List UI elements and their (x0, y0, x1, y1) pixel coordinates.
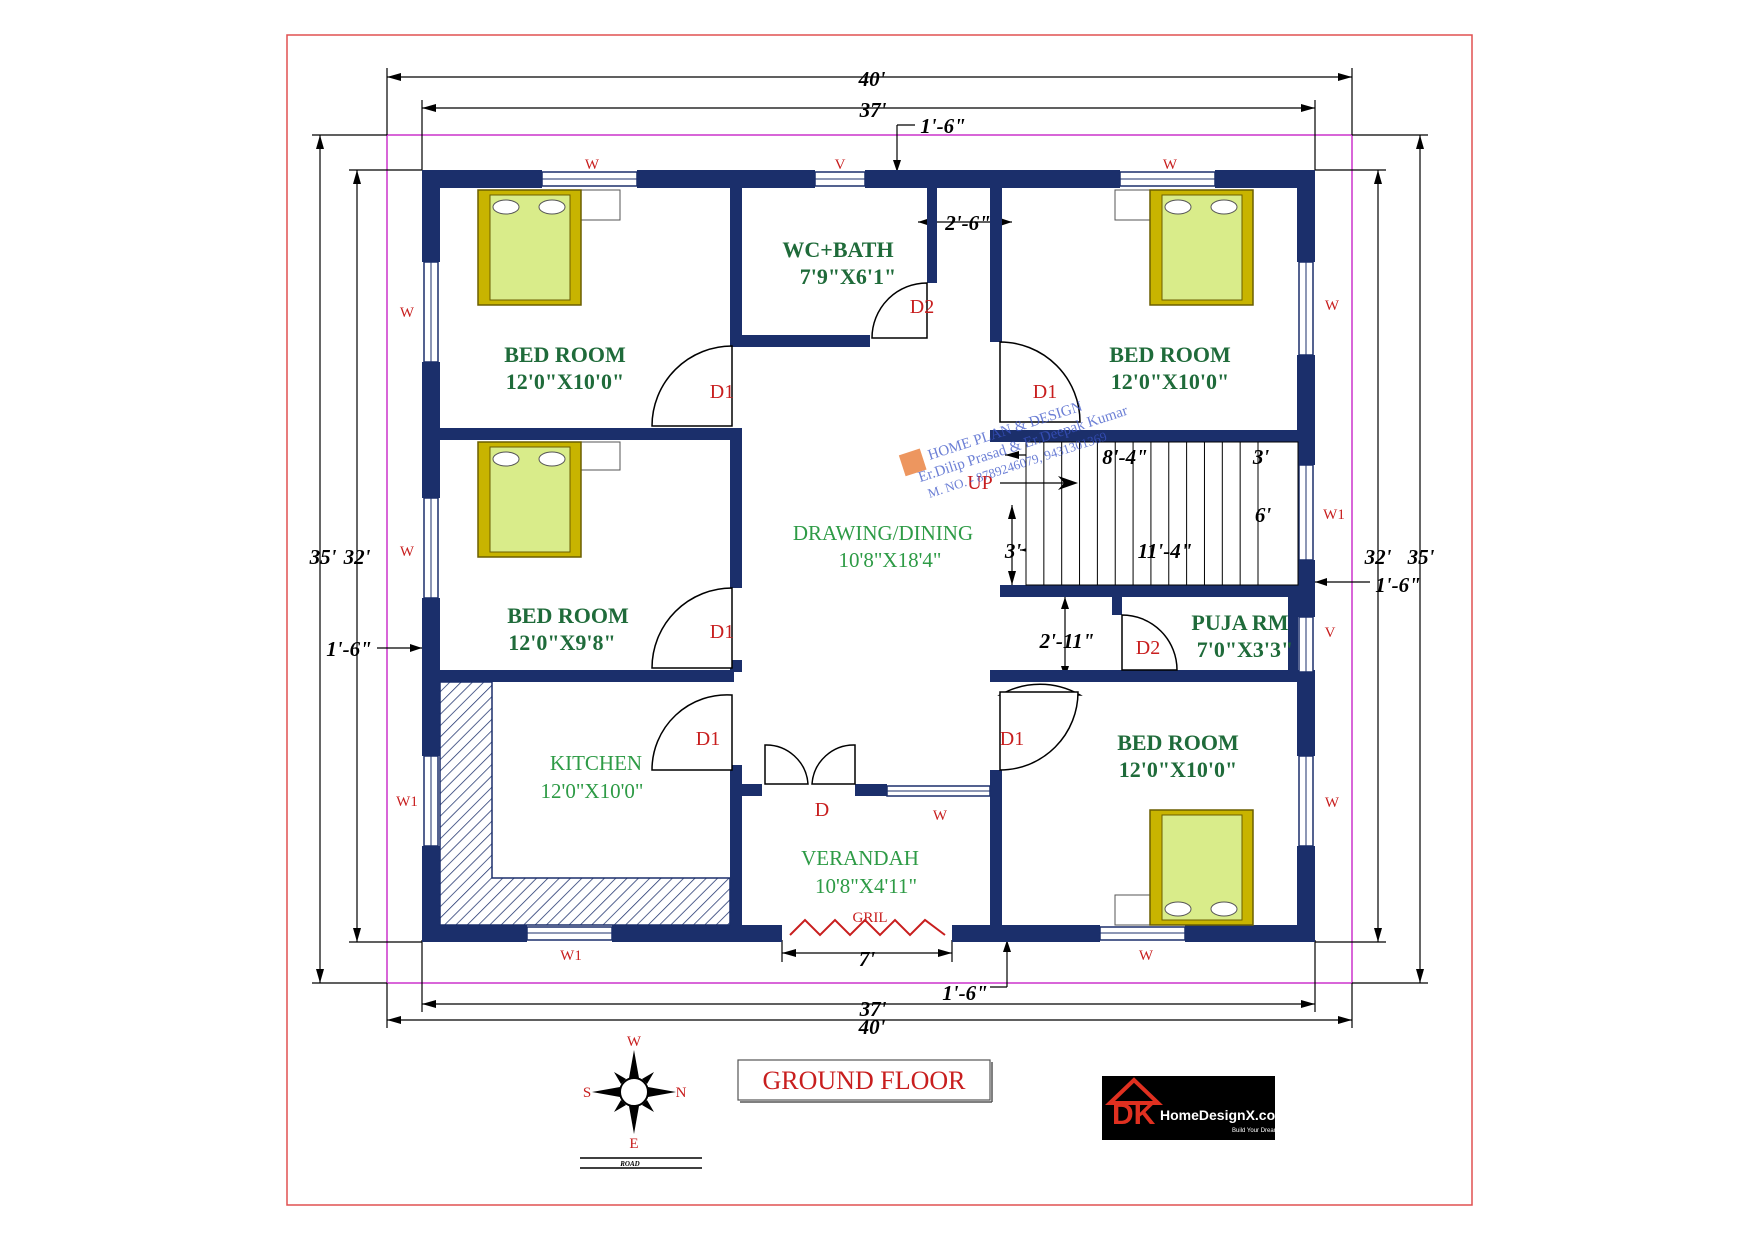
dim-stair-right: 3' (1252, 445, 1270, 469)
window-label: W (1163, 157, 1178, 173)
puja-name: PUJA RM (1191, 610, 1288, 635)
kitchen-name: KITCHEN (550, 751, 642, 775)
dim-stair-left: 3' (1004, 539, 1022, 563)
dim-stair-height: 6' (1255, 503, 1272, 527)
page-title: GROUND FLOOR (763, 1066, 967, 1095)
bath-size: 7'9"X6'1" (800, 264, 897, 289)
door-label: D1 (1000, 728, 1024, 750)
window-label: W (933, 808, 948, 824)
gril-label: GRIL (853, 910, 888, 926)
ventilator-label: V (1325, 625, 1336, 641)
bed-ml-name: BED ROOM (507, 603, 629, 628)
bed-bottom-right (1114, 809, 1254, 926)
bed-tl-name: BED ROOM (504, 342, 626, 367)
ventilator-label: V (835, 157, 846, 173)
window-label: W1 (1323, 507, 1345, 523)
logo-tagline: Build Your Dream (1232, 1128, 1279, 1134)
bed-top-right (1114, 189, 1254, 306)
compass-icon (592, 1050, 676, 1134)
dim-top-offset: 1'-6" (920, 114, 966, 138)
dim-puja-gap: 2'-11" (1039, 629, 1095, 653)
stair-up-label: UP (967, 472, 993, 494)
kitchen-size: 12'0"X10'0" (541, 779, 644, 803)
drawing-name: DRAWING/DINING (793, 521, 973, 545)
bath-name: WC+BATH (782, 237, 893, 262)
stair-arrow-icon (1058, 476, 1078, 490)
sheet-border (286, 34, 1473, 1206)
dim-left-inner: 32' (343, 545, 371, 569)
verandah-name: VERANDAH (801, 846, 919, 870)
dim-top-inner: 37' (859, 98, 887, 122)
bed-middle-left (477, 441, 621, 558)
bed-top-left (477, 189, 621, 306)
door-label: D1 (696, 728, 720, 750)
bed-tr-size: 12'0"X10'0" (1111, 369, 1230, 394)
road-marker (580, 1157, 702, 1169)
watermark-logo-icon (898, 448, 927, 477)
kitchen-counter (439, 681, 731, 926)
door-swings (651, 282, 1178, 785)
dim-bottom-overall: 40' (858, 1015, 886, 1039)
bed-ml-size: 12'0"X9'8" (508, 630, 616, 655)
road-label: ROAD (619, 1160, 639, 1168)
door-label: D2 (910, 296, 934, 318)
dim-top-overall: 40' (858, 67, 886, 91)
window-label: W (400, 544, 415, 560)
window-label: W (585, 157, 600, 173)
verandah-size: 10'8"X4'11" (815, 874, 917, 898)
compass-e: E (629, 1136, 638, 1152)
bed-tl-size: 12'0"X10'0" (506, 369, 625, 394)
bed-tr-name: BED ROOM (1109, 342, 1231, 367)
dim-stair-length: 11'-4" (1138, 539, 1193, 563)
dim-right-overall: 35' (1407, 545, 1435, 569)
window-label: W1 (560, 948, 582, 964)
dim-bottom-inner: 37' (859, 997, 887, 1021)
window-label: W (1325, 795, 1340, 811)
staircase (1025, 441, 1299, 586)
door-label: D1 (710, 621, 734, 643)
stair-outline (1025, 441, 1299, 586)
dim-bottom-offset: 1'-6" (942, 981, 988, 1005)
gril-zigzag (789, 918, 946, 937)
window-label: W (1325, 298, 1340, 314)
dim-stair-width: 8'-4" (1102, 445, 1148, 469)
windows (423, 171, 1314, 941)
door-label: D (815, 799, 829, 821)
dim-right-offset: 1'-6" (1375, 573, 1421, 597)
window-label: W (400, 305, 415, 321)
house-roof-icon (1105, 1077, 1163, 1105)
logo-letters: DK (1112, 1098, 1156, 1131)
dim-left-overall: 35' (309, 545, 337, 569)
window-label: W1 (396, 794, 418, 810)
compass-n: N (676, 1085, 687, 1101)
bed-br-size: 12'0"X10'0" (1119, 757, 1238, 782)
walls (422, 170, 1315, 942)
beds (477, 189, 1254, 926)
puja-size: 7'0"X3'3" (1197, 637, 1294, 662)
bed-br-name: BED ROOM (1117, 730, 1239, 755)
dim-gate: 7' (859, 947, 876, 971)
plot-boundary (386, 134, 1353, 984)
compass-w: W (627, 1034, 642, 1050)
door-label: D1 (1033, 381, 1057, 403)
dim-passage: 2'-6" (944, 211, 991, 235)
door-label: D2 (1136, 637, 1160, 659)
window-label: W (1139, 948, 1154, 964)
dim-right-inner: 32' (1364, 545, 1392, 569)
drawing-size: 10'8"X18'4" (839, 548, 942, 572)
compass-s: S (583, 1085, 591, 1101)
door-label: D1 (710, 381, 734, 403)
logo-text: HomeDesignX.com (1160, 1107, 1288, 1123)
dk-logo: DK HomeDesignX.com Build Your Dream (1102, 1076, 1288, 1140)
title-box (737, 1059, 991, 1101)
dim-left-offset: 1'-6" (326, 637, 372, 661)
